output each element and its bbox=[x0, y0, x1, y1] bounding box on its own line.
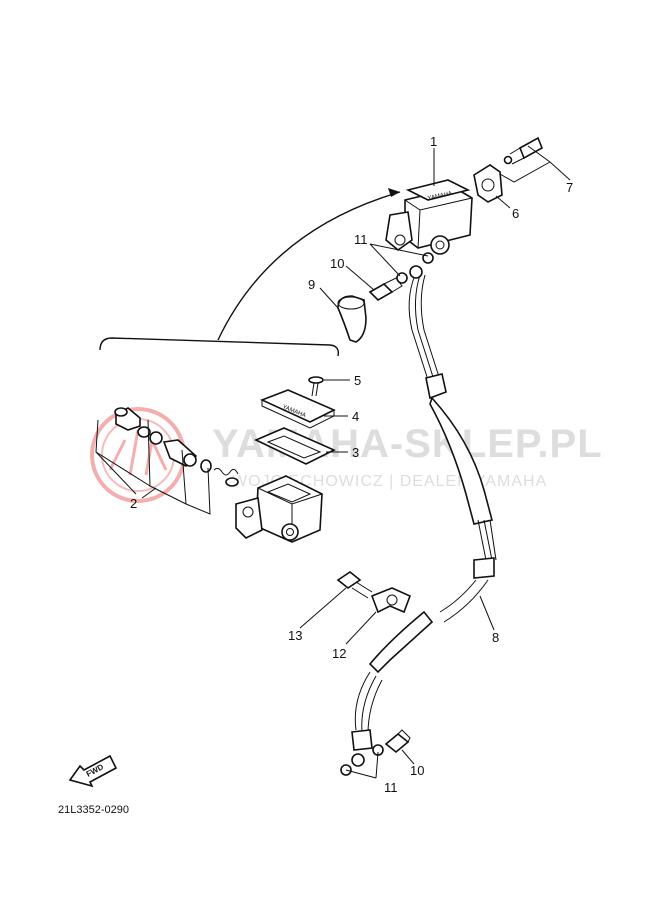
master-cylinder-cap bbox=[337, 295, 367, 343]
callout-1: 1 bbox=[430, 134, 437, 149]
callout-10-upper: 10 bbox=[330, 256, 344, 271]
forward-arrow-icon: FWD bbox=[68, 754, 118, 788]
callout-9: 9 bbox=[308, 277, 315, 292]
reservoir-cap-screw bbox=[308, 376, 324, 397]
callout-5: 5 bbox=[354, 373, 361, 388]
exploded-view-arrowhead bbox=[388, 188, 400, 197]
hose-clamp bbox=[370, 587, 412, 614]
callout-7: 7 bbox=[566, 180, 573, 195]
diagram-code: 21L3352-0290 bbox=[58, 804, 129, 816]
exploded-view-leader-curve bbox=[217, 191, 401, 341]
diaphragm bbox=[254, 427, 336, 465]
holder-bolt bbox=[503, 136, 544, 165]
callout-6: 6 bbox=[512, 206, 519, 221]
callout-11-upper: 11 bbox=[354, 232, 368, 247]
master-cylinder-assembly: YAMAHA bbox=[385, 179, 473, 255]
callout-2: 2 bbox=[130, 496, 137, 511]
union-bolt-upper bbox=[368, 277, 403, 301]
exploded-view-bracket bbox=[99, 337, 340, 357]
callout-13: 13 bbox=[288, 628, 302, 643]
callout-3: 3 bbox=[352, 445, 359, 460]
union-bolt-lower bbox=[384, 729, 411, 754]
watermark-logo-forks bbox=[108, 429, 168, 476]
master-cylinder-kit bbox=[95, 407, 239, 515]
callout-8: 8 bbox=[492, 630, 499, 645]
callout-11-lower: 11 bbox=[384, 780, 398, 795]
leader-lines bbox=[141, 145, 571, 779]
clamp-bolt bbox=[336, 571, 373, 599]
brake-hose bbox=[351, 265, 497, 767]
callout-10-lower: 10 bbox=[410, 763, 424, 778]
master-cylinder-body-exploded bbox=[235, 475, 323, 543]
callout-12: 12 bbox=[332, 646, 346, 661]
callout-4: 4 bbox=[352, 409, 359, 424]
svg-text:YAMAHA: YAMAHA bbox=[427, 191, 453, 202]
master-cylinder-holder bbox=[473, 164, 503, 203]
callout-labels: 1 2 3 4 5 6 7 8 9 10 10 11 11 12 13 bbox=[130, 134, 573, 795]
